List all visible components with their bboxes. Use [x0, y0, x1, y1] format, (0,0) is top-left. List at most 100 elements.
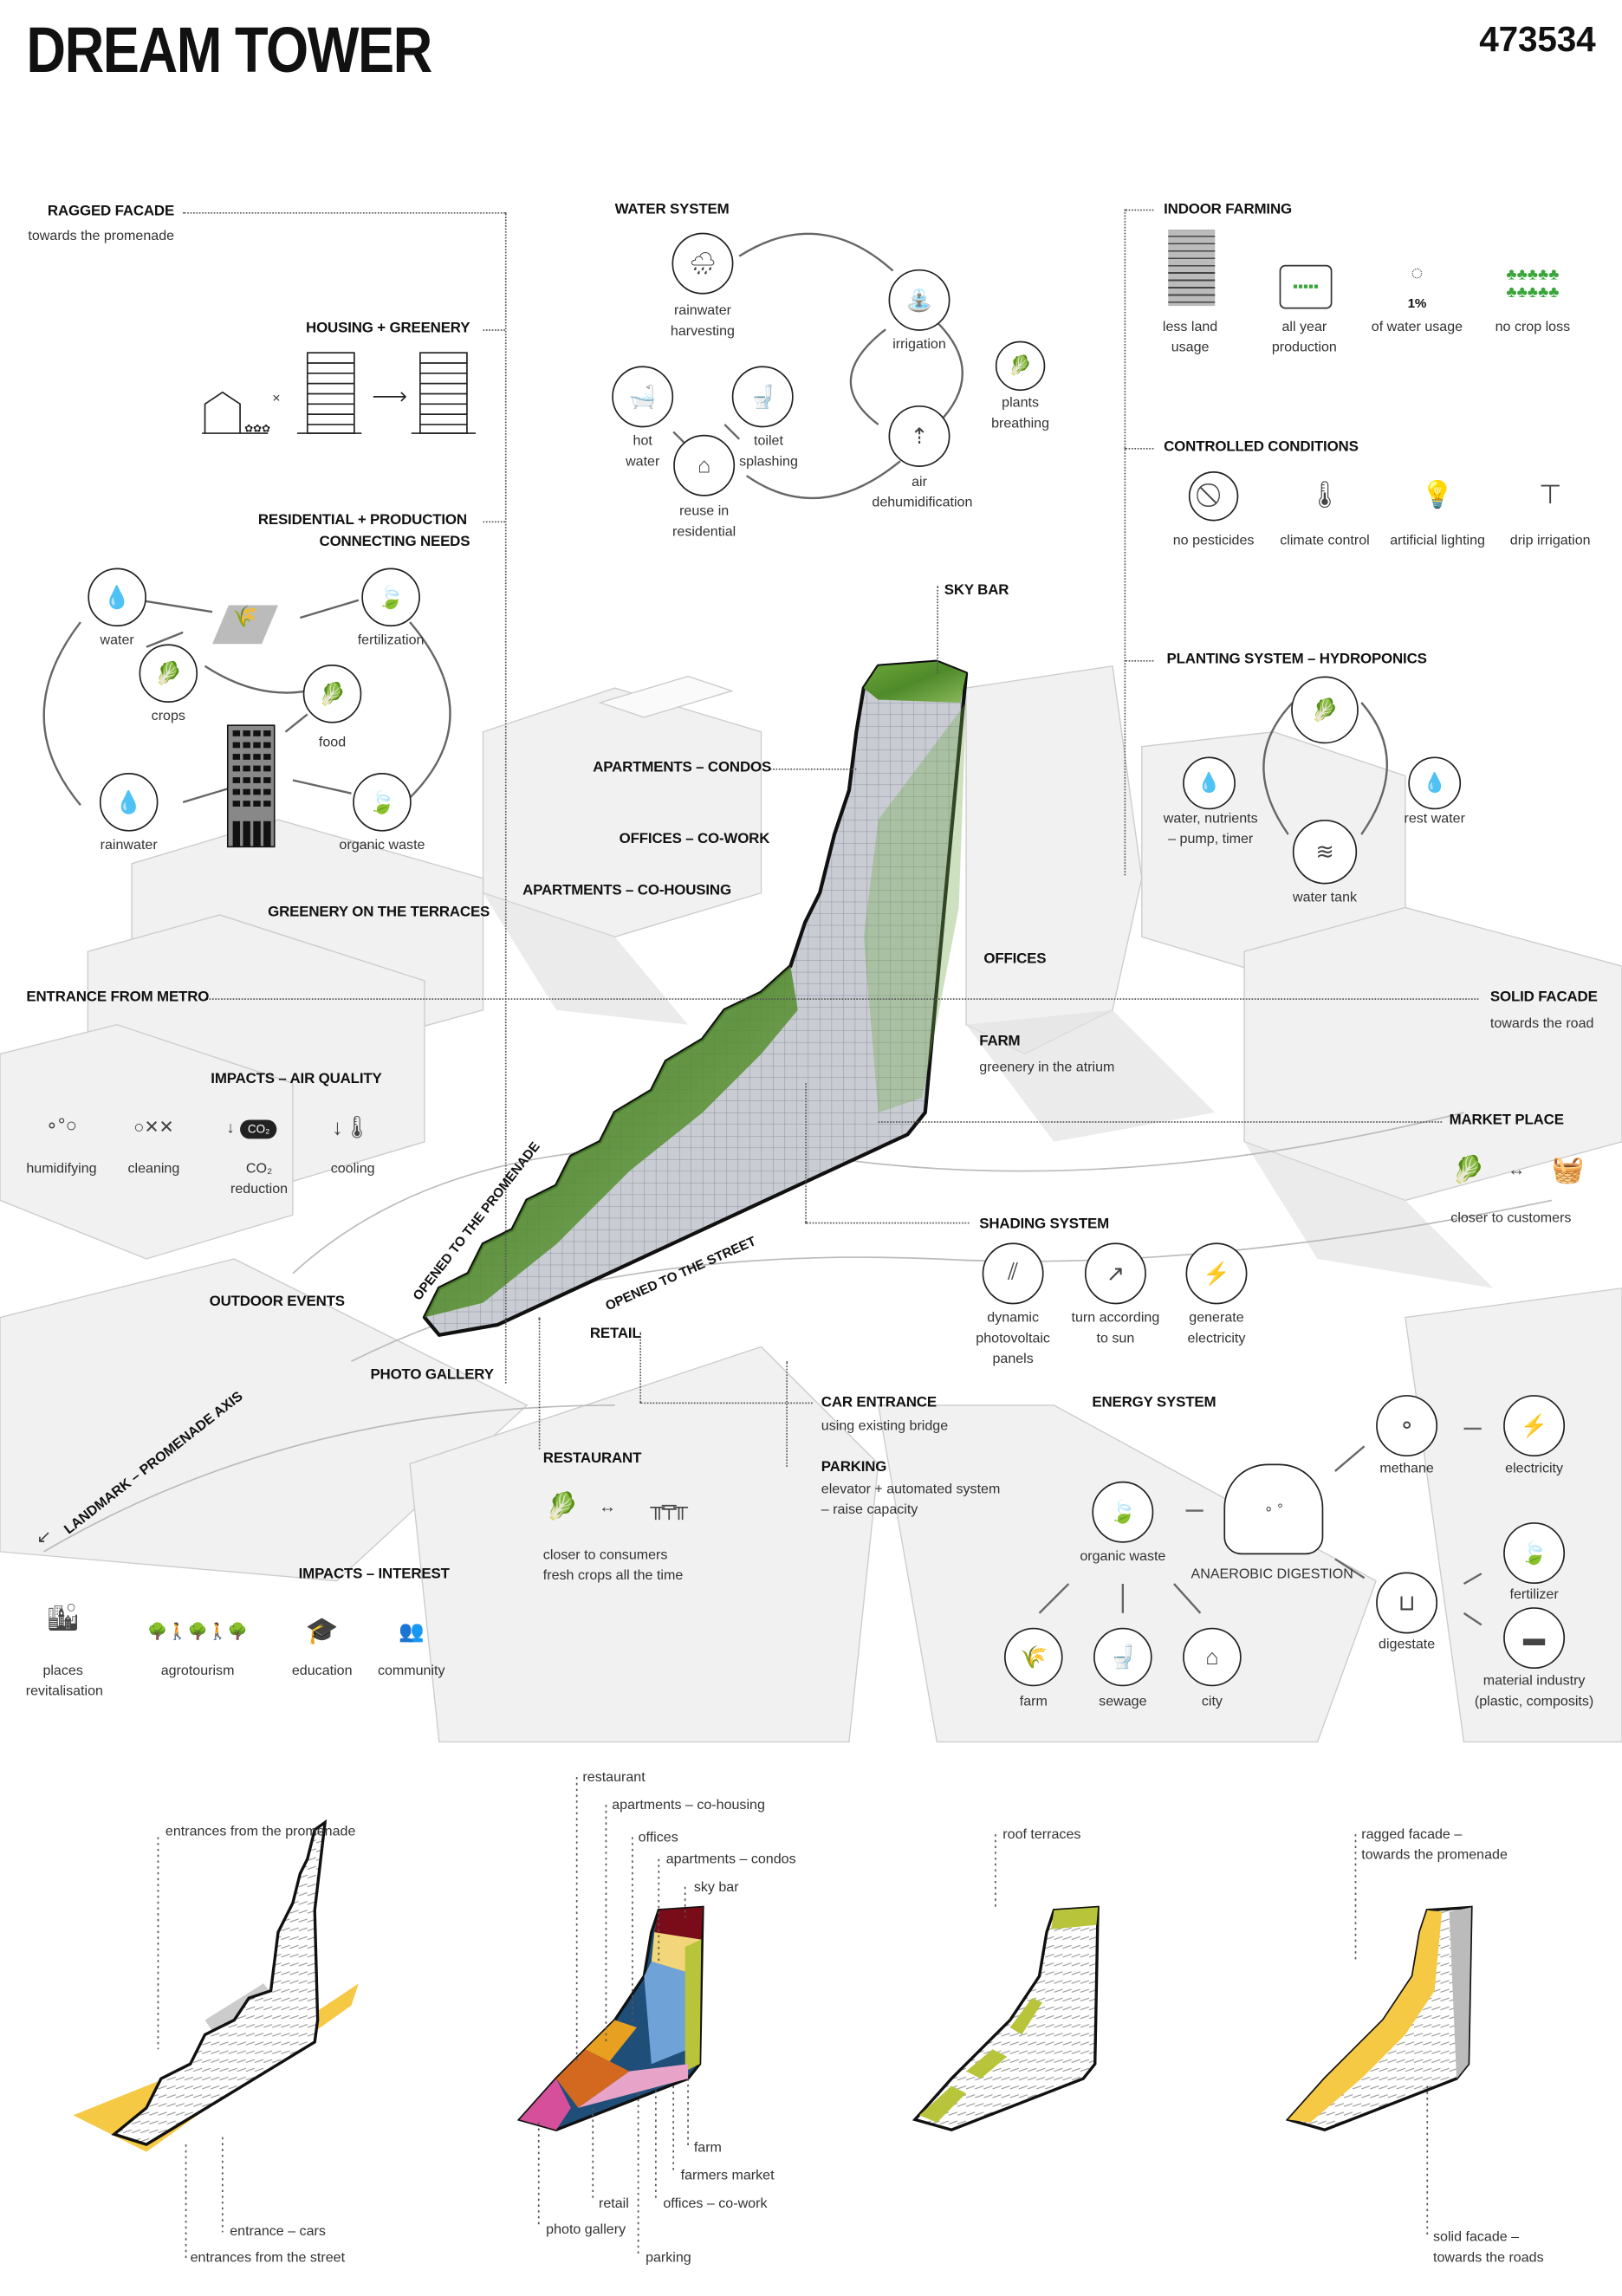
leader-line	[538, 1317, 541, 1450]
d2-label: apartments – co-housing	[612, 1797, 765, 1814]
connecting-needs-title: CONNECTING NEEDS	[319, 534, 470, 551]
restaurant-sub: closer to consumers	[542, 1547, 668, 1564]
leader-line	[768, 768, 857, 770]
sun-rotation-icon: ↗	[1084, 1242, 1146, 1305]
water-label: reuse in	[679, 503, 730, 520]
leader-line	[204, 998, 1479, 1000]
lettuce-icon: 🥬	[139, 644, 198, 703]
leader-line	[937, 585, 938, 674]
farming-label: of water usage	[1371, 319, 1463, 335]
d4-label: solid facade –	[1433, 2229, 1520, 2246]
cycle-label-organic-waste: organic waste	[339, 837, 425, 853]
water-nutrients-icon: 💧	[1183, 756, 1236, 810]
energy-label: ANAEROBIC DIGESTION	[1191, 1566, 1353, 1583]
dehumidifier-icon: ⇡	[888, 405, 950, 467]
leader-line	[639, 1402, 813, 1404]
stacked-layers-icon	[1168, 230, 1216, 307]
cleaning-icon: ○✕✕	[133, 1117, 174, 1138]
d1-label: entrances from the promenade	[165, 1824, 356, 1840]
cycle-label-food: food	[318, 735, 347, 751]
shading-label: generate	[1189, 1310, 1244, 1326]
interest-label: community	[377, 1663, 445, 1679]
shading-title: SHADING SYSTEM	[979, 1216, 1110, 1233]
energy-label: organic waste	[1080, 1548, 1166, 1566]
hydroponics-label: rest water	[1404, 810, 1465, 827]
label-greenery-terraces: GREENERY ON THE TERRACES	[268, 905, 490, 921]
water-drop-icon: ◌	[1411, 260, 1424, 284]
energy-label: electricity	[1505, 1461, 1564, 1477]
apartment-building-icon	[226, 724, 276, 848]
interest-label: revitalisation	[25, 1683, 103, 1700]
shading-label: electricity	[1187, 1330, 1246, 1347]
poster-title: DREAM TOWER	[26, 14, 432, 87]
d1-label: entrance – cars	[230, 2223, 326, 2240]
water-label: harvesting	[670, 323, 735, 340]
thermometer-icon: 🌡	[1307, 479, 1342, 509]
interest-label: places	[42, 1663, 83, 1679]
d2-label: offices	[638, 1829, 678, 1846]
water-cycle-arrows	[672, 232, 963, 500]
parking-sub: elevator + automated system	[821, 1481, 1001, 1498]
dining-table-icon: ╥╤╥	[650, 1494, 688, 1519]
controlled-conditions-title: CONTROLLED CONDITIONS	[1164, 438, 1359, 456]
co2-text: CO₂	[240, 1119, 277, 1138]
water-label: toilet	[754, 433, 783, 450]
energy-arrows	[1038, 1427, 1483, 1626]
community-people-icon: 👥	[399, 1618, 425, 1642]
leader-line	[639, 1332, 642, 1403]
graduation-cap-icon: 🎓	[305, 1615, 339, 1645]
farming-label: less land	[1162, 319, 1218, 335]
label-outdoor-events: OUTDOOR EVENTS	[209, 1294, 345, 1311]
wheat-crops-icon: ♣♣♣♣♣♣♣♣♣♣	[1506, 266, 1560, 302]
energy-label: material industry	[1483, 1673, 1586, 1690]
leader-line	[183, 211, 505, 214]
interest-title: IMPACTS – INTEREST	[298, 1566, 450, 1583]
lettuce-icon: 🥬	[302, 665, 362, 723]
water-label: water	[626, 453, 660, 470]
residential-production-title: RESIDENTIAL + PRODUCTION	[257, 512, 467, 529]
interest-label: education	[291, 1663, 353, 1679]
conditions-label: drip irrigation	[1509, 532, 1591, 549]
label-solid-facade-sub: towards the road	[1489, 1015, 1594, 1033]
water-label: rainwater	[673, 302, 731, 320]
diagram-roof-terraces	[912, 1905, 1100, 2132]
leader-line	[1124, 659, 1154, 662]
water-label: residential	[672, 523, 736, 541]
water-label: dehumidification	[872, 495, 973, 511]
digester-tank-icon: ∘ °	[1223, 1463, 1324, 1555]
label-farm-sub: greenery in the atrium	[979, 1060, 1115, 1076]
farming-label: usage	[1171, 339, 1210, 356]
humidifying-icon: ∘°○	[46, 1113, 77, 1137]
leaf-icon: 🍃	[1092, 1481, 1154, 1543]
leader-line	[1124, 209, 1126, 876]
leader-line	[786, 1361, 788, 1467]
co2-cloud-icon: ↓CO₂	[217, 1106, 287, 1151]
air-label: cooling	[330, 1160, 375, 1177]
arrow-icon: ↙	[36, 1527, 52, 1547]
drip-irrigation-icon: ⊤	[1538, 479, 1562, 509]
d2-label: apartments – condos	[665, 1852, 796, 1868]
diagram-program-colors	[516, 1905, 704, 2132]
housing-greenery-title: HOUSING + GREENERY	[306, 321, 470, 337]
hydroponics-arrows	[1262, 702, 1388, 835]
leader-line	[483, 521, 505, 523]
leader-line	[483, 329, 505, 331]
water-drops-icon: 💧	[99, 773, 159, 832]
shading-label: turn according	[1071, 1310, 1160, 1326]
agrotourism-icon: 🌳🚶🌳🚶🌳	[147, 1622, 248, 1641]
hydroponics-title: PLANTING SYSTEM – HYDROPONICS	[1166, 651, 1427, 668]
water-label: irrigation	[892, 336, 946, 353]
label-offices-cowork: OFFICES – CO-WORK	[619, 831, 770, 848]
energy-label: fertilizer	[1509, 1586, 1559, 1604]
water-label: plants	[1002, 395, 1040, 412]
hydroponics-label: water, nutrients	[1163, 810, 1258, 827]
water-label: air	[912, 474, 927, 490]
water-drops-icon: 💧	[88, 568, 146, 627]
label-offices: OFFICES	[983, 951, 1047, 968]
interest-label: agrotourism	[160, 1663, 235, 1679]
air-quality-title: IMPACTS – AIR QUALITY	[211, 1071, 382, 1088]
d2-label: sky bar	[693, 1879, 739, 1896]
energy-label: sewage	[1099, 1693, 1147, 1710]
